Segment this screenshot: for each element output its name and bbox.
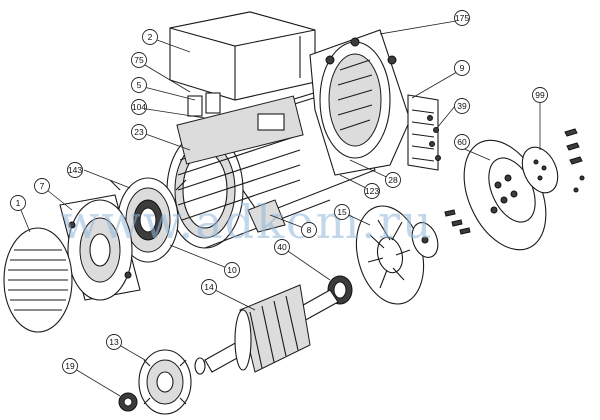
callout-label: 23 [134,127,144,137]
rectifier-plate [521,128,585,194]
callout-10: 10 [224,262,240,278]
callout-label: 8 [307,225,312,235]
callout-28: 28 [385,172,401,188]
exciter-rotor [138,349,192,415]
exciter-stator [109,177,187,263]
callout-label: 5 [137,80,142,90]
callout-13: 13 [106,334,122,350]
rear-end-shield [309,29,411,176]
callout-99: 99 [532,87,548,103]
callout-8: 8 [301,222,317,238]
callout-label: 175 [455,13,469,23]
callout-label: 28 [388,175,398,185]
callout-14: 14 [201,279,217,295]
callout-label: 104 [132,102,146,112]
callout-143: 143 [67,162,83,178]
washer [118,392,138,412]
callout-label: 2 [148,32,153,42]
callout-9: 9 [454,60,470,76]
callout-75: 75 [131,52,147,68]
callout-label: 19 [65,361,75,371]
bolts-39 [427,115,441,161]
callout-label: 40 [277,242,287,252]
callout-label: 75 [134,55,144,65]
hub-plate [411,209,471,258]
callout-label: 7 [40,181,45,191]
callout-15: 15 [334,204,350,220]
rotor [194,284,339,375]
callout-label: 60 [457,137,467,147]
callout-39: 39 [454,98,470,114]
callout-label: 123 [365,186,379,196]
callout-label: 143 [68,165,82,175]
callout-60: 60 [454,134,470,150]
callout-23: 23 [131,124,147,140]
callout-label: 1 [16,198,21,208]
callout-1: 1 [10,195,26,211]
callout-2: 2 [142,29,158,45]
terminal-box [169,11,316,101]
callout-104: 104 [131,99,147,115]
callout-label: 9 [460,63,465,73]
callout-40: 40 [274,239,290,255]
callout-175: 175 [454,10,470,26]
front-grille [3,227,73,333]
callout-label: 13 [109,337,119,347]
callout-label: 15 [337,207,347,217]
callout-label: 10 [227,265,237,275]
leader-lines [17,19,541,397]
front-bracket [59,194,141,301]
callout-19: 19 [62,358,78,374]
callout-label: 99 [535,90,545,100]
callout-7: 7 [34,178,50,194]
callout-123: 123 [364,183,380,199]
watermark: www.adkom.ru [60,195,434,249]
callout-label: 14 [204,282,214,292]
side-grille [407,94,439,171]
callout-label: 39 [457,101,467,111]
callout-5: 5 [131,77,147,93]
